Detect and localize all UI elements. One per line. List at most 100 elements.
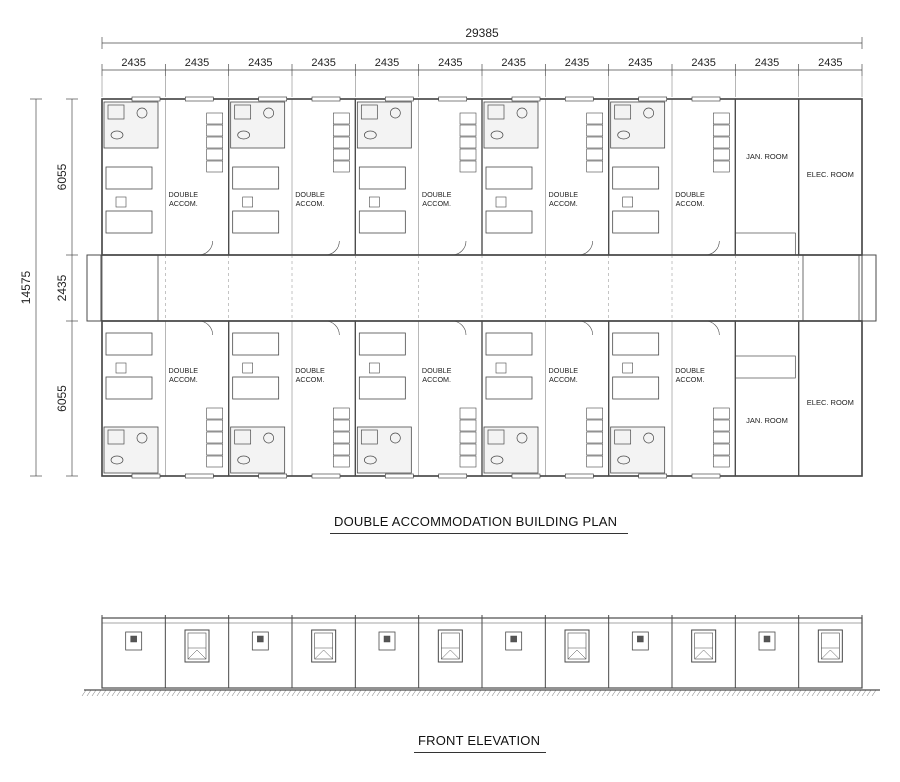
wardrobe xyxy=(206,407,223,420)
window xyxy=(131,473,161,479)
ground-hatch xyxy=(336,689,342,697)
wardrobe xyxy=(586,112,603,125)
ground-hatch xyxy=(481,689,487,697)
ground-hatch xyxy=(176,689,182,697)
window xyxy=(511,96,541,102)
single-bed xyxy=(232,210,280,234)
ground-hatch xyxy=(411,689,417,697)
jan-room xyxy=(734,320,800,477)
ground-hatch xyxy=(251,689,257,697)
east-entry-porch xyxy=(861,254,877,322)
ground-hatch xyxy=(321,689,327,697)
ground-hatch xyxy=(446,689,452,697)
window-frame xyxy=(441,632,460,660)
wardrobe xyxy=(459,112,477,125)
ground-hatch xyxy=(311,689,317,697)
wardrobe xyxy=(713,136,730,149)
ground-hatch xyxy=(796,689,802,697)
wardrobe xyxy=(713,455,730,468)
room-label-line1: DOUBLE xyxy=(675,366,705,375)
bathroom xyxy=(610,101,666,149)
ground-hatch xyxy=(806,689,812,697)
ground-hatch xyxy=(636,689,642,697)
ground-hatch xyxy=(566,689,572,697)
ground-hatch xyxy=(581,689,587,697)
window xyxy=(384,96,414,102)
desk-chair xyxy=(115,362,127,374)
ground-hatch xyxy=(136,689,142,697)
room-label-line1: DOUBLE xyxy=(675,190,705,199)
shower-tray xyxy=(107,429,125,445)
wardrobe xyxy=(459,443,477,456)
ground-hatch xyxy=(161,689,167,697)
ground-hatch xyxy=(256,689,262,697)
shower-tray xyxy=(360,104,378,120)
toilet xyxy=(516,107,528,119)
ground-hatch xyxy=(131,689,137,697)
plan-title: DOUBLE ACCOMMODATION BUILDING PLAN xyxy=(334,514,618,529)
single-bed xyxy=(612,166,660,190)
ground-hatch xyxy=(286,689,292,697)
elevation-window xyxy=(437,629,463,663)
window xyxy=(691,473,721,479)
ground-hatch xyxy=(401,689,407,697)
wardrobe xyxy=(459,431,477,444)
dim-wing-depth-top: 6055 xyxy=(55,163,69,190)
single-bed xyxy=(105,210,153,234)
elevation-window xyxy=(564,629,590,663)
single-bed xyxy=(232,332,280,356)
dim-module-width: 2435 xyxy=(691,57,715,69)
ground-hatch xyxy=(471,689,477,697)
ground-hatch xyxy=(331,689,337,697)
dim-module-width: 2435 xyxy=(818,57,842,69)
toilet xyxy=(136,107,148,119)
dim-module-width: 2435 xyxy=(248,57,272,69)
ground-hatch xyxy=(521,689,527,697)
window-frame xyxy=(567,632,587,660)
ground-hatch xyxy=(476,689,482,697)
ground-hatch xyxy=(656,689,662,697)
basin xyxy=(237,455,251,465)
room-label-line2: ACCOM. xyxy=(549,199,578,208)
ground-hatch xyxy=(296,689,302,697)
ground-hatch xyxy=(661,689,667,697)
ground-hatch xyxy=(826,689,832,697)
wardrobe xyxy=(459,455,477,468)
wardrobe xyxy=(713,124,730,137)
window-opening-mark xyxy=(314,649,333,660)
ground-hatch xyxy=(291,689,297,697)
basin xyxy=(110,455,124,465)
ground-hatch xyxy=(736,689,742,697)
single-bed xyxy=(358,210,406,234)
basin xyxy=(490,455,504,465)
ground-hatch xyxy=(526,689,532,697)
ground-hatch xyxy=(441,689,447,697)
bathroom xyxy=(103,426,159,474)
ground-hatch xyxy=(101,689,107,697)
ground-hatch xyxy=(306,689,312,697)
single-bed xyxy=(358,166,406,190)
wardrobe xyxy=(206,112,223,125)
single-bed xyxy=(485,166,533,190)
ground-hatch xyxy=(146,689,152,697)
room-label-line1: DOUBLE xyxy=(295,366,325,375)
ground-hatch xyxy=(646,689,652,697)
shower-tray xyxy=(234,104,252,120)
ground-hatch xyxy=(211,689,217,697)
ground-hatch xyxy=(206,689,212,697)
ground-hatch xyxy=(416,689,422,697)
vent-panel xyxy=(631,631,649,651)
ground-hatch xyxy=(386,689,392,697)
room-label-line1: DOUBLE xyxy=(549,366,579,375)
vent-panel xyxy=(125,631,143,651)
dim-module-width: 2435 xyxy=(501,57,525,69)
single-bed xyxy=(232,166,280,190)
ground-hatch xyxy=(641,689,647,697)
vent-panel xyxy=(378,631,396,651)
ground-hatch xyxy=(406,689,412,697)
elevation-window xyxy=(311,629,337,663)
shower-tray xyxy=(614,104,632,120)
basin xyxy=(237,130,251,140)
vent-grille xyxy=(637,635,644,643)
ground-hatch xyxy=(676,689,682,697)
